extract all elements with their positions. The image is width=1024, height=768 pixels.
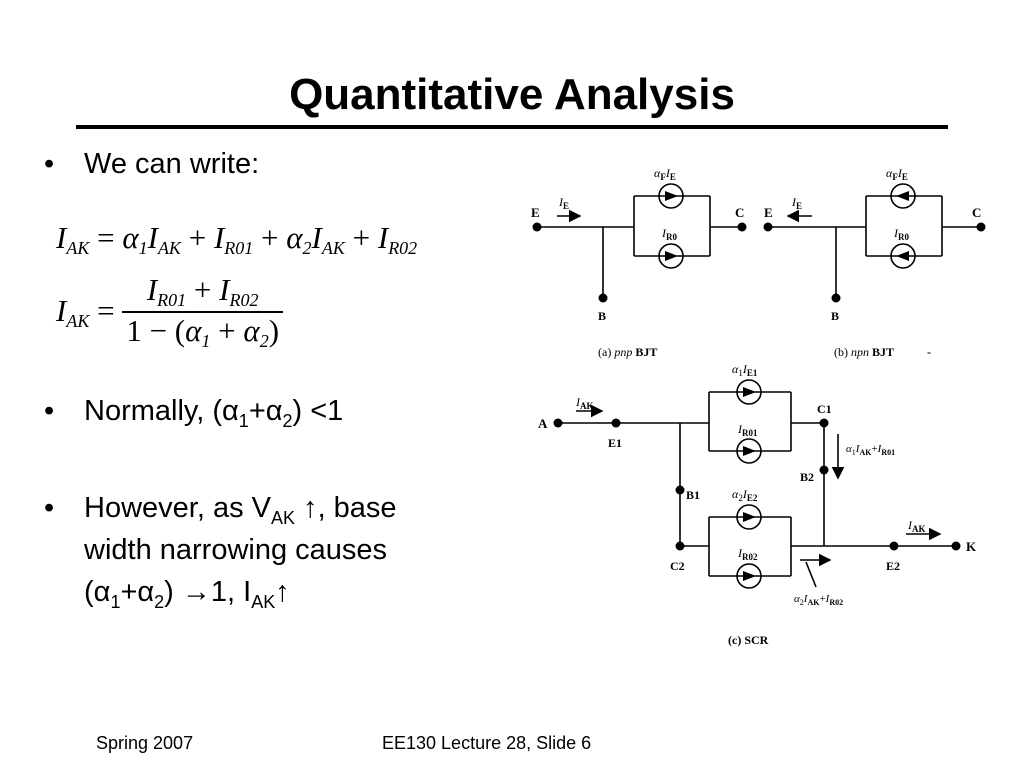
label-a-src-top: αFIE bbox=[654, 166, 676, 182]
label-b-src-top: αFIE bbox=[886, 166, 908, 182]
label-c-s1-top: α1IE1 bbox=[732, 362, 758, 378]
label-c-s1-bot: IR01 bbox=[737, 422, 758, 438]
label-c-annotation-2: α2IAK+IR02 bbox=[794, 593, 843, 607]
caption-b: (b) npn BJT bbox=[834, 345, 894, 359]
eq2-denominator: 1 − (α1 + α2) bbox=[126, 313, 280, 351]
eq2-fraction: IR01 + IR02 1 − (α1 + α2) bbox=[122, 272, 284, 352]
bullet-3-line-1: However, as VAK ↑, base bbox=[84, 492, 397, 528]
caption-b-mark: - bbox=[927, 345, 931, 359]
label-c-s2-top: α2IE2 bbox=[732, 487, 758, 503]
label-c-E1: E1 bbox=[608, 436, 622, 450]
slide-title: Quantitative Analysis bbox=[289, 70, 735, 119]
label-a-E: E bbox=[531, 205, 540, 220]
caption-c: (c) SCR bbox=[728, 633, 769, 647]
label-c-B2: B2 bbox=[800, 470, 814, 484]
label-a-IE: IE bbox=[558, 195, 569, 211]
bullet-dot: • bbox=[44, 395, 55, 427]
label-c-A: A bbox=[538, 416, 548, 431]
label-c-IAK-out: IAK bbox=[907, 518, 926, 534]
label-b-src-bot: IR0 bbox=[893, 226, 909, 242]
label-a-src-bot: IR0 bbox=[661, 226, 677, 242]
eq2-numerator: IR01 + IR02 bbox=[122, 272, 284, 313]
caption-a: (a) pnp BJT bbox=[598, 345, 657, 359]
equation-2: IAK = IR01 + IR02 1 − (α1 + α2) bbox=[56, 272, 284, 352]
bullet-dot: • bbox=[44, 148, 55, 180]
eq1-lhs: I bbox=[56, 220, 67, 255]
label-a-C: C bbox=[735, 205, 744, 220]
label-c-B1: B1 bbox=[686, 488, 700, 502]
label-c-E2: E2 bbox=[886, 559, 900, 573]
bullet-2-text: Normally, (α1+α2) <1 bbox=[84, 395, 344, 431]
footer-date: Spring 2007 bbox=[96, 733, 194, 753]
label-b-IE: IE bbox=[791, 195, 802, 211]
title-underline bbox=[76, 125, 948, 129]
label-c-C2: C2 bbox=[670, 559, 685, 573]
bullet-3-line-2: width narrowing causes bbox=[84, 534, 388, 566]
label-c-s2-bot: IR02 bbox=[737, 546, 758, 562]
bullet-3-line-3: (α1+α2) →1, IAK↑ bbox=[84, 576, 290, 612]
equation-1: IAK = α1IAK + IR01 + α2IAK + IR02 bbox=[56, 220, 418, 258]
footer-course: EE130 Lecture 28, Slide 6 bbox=[382, 733, 592, 753]
circuit-figure: E C B IE αFIE IR0 (a) pnp BJT E C B IE α… bbox=[531, 166, 986, 647]
label-a-B: B bbox=[598, 309, 606, 323]
label-c-annotation-1: α1IAK+IR01 bbox=[846, 443, 895, 457]
label-c-C1: C1 bbox=[817, 402, 832, 416]
label-c-K: K bbox=[966, 539, 977, 554]
label-b-C: C bbox=[972, 205, 981, 220]
label-c-IAK-in: IAK bbox=[575, 395, 594, 411]
bullet-dot: • bbox=[44, 492, 55, 524]
label-b-E: E bbox=[764, 205, 773, 220]
bullet-1-text: We can write: bbox=[84, 148, 260, 180]
label-b-B: B bbox=[831, 309, 839, 323]
